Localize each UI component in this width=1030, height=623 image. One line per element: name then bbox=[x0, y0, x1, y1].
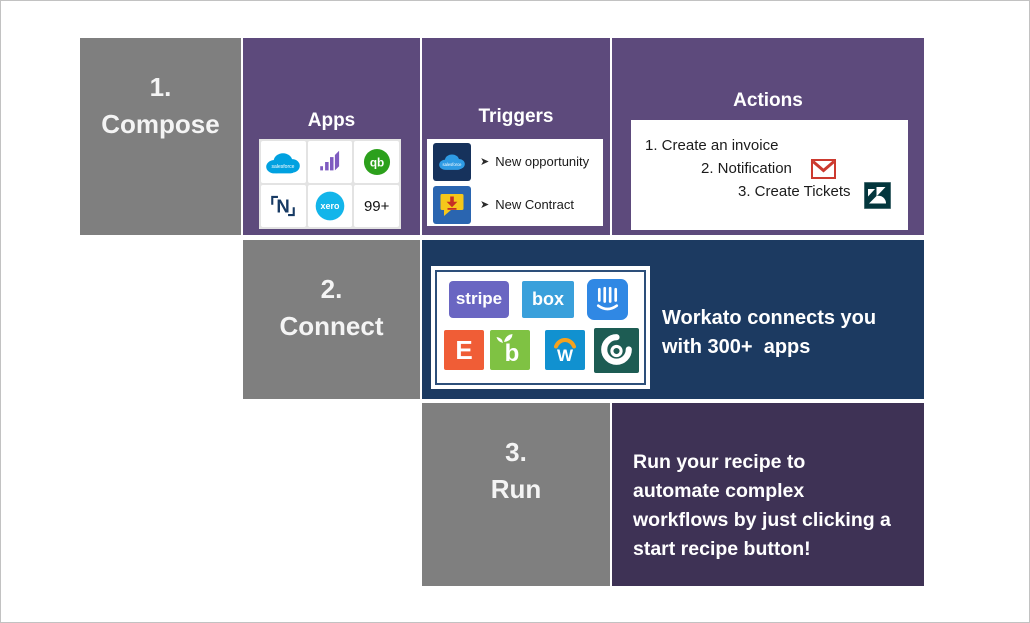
actions-card: 1. Create an invoice 2. Notification 3. … bbox=[631, 120, 908, 230]
trigger-row-new-contract: ➤ New Contract bbox=[427, 183, 603, 226]
arrow-bullet: ➤ bbox=[480, 199, 490, 211]
action-item-create-tickets: 3. Create Tickets bbox=[631, 180, 908, 209]
app-tile-xero: xero bbox=[307, 185, 353, 227]
run-text: Run your recipe to automate complex work… bbox=[633, 448, 918, 564]
apps-heading: Apps bbox=[307, 110, 356, 131]
connect-text: Workato connects you with 300+ apps bbox=[662, 304, 876, 362]
action-item-create-invoice: 1. Create an invoice bbox=[631, 134, 908, 157]
salesforce-cloud-icon: salesforce bbox=[439, 154, 465, 170]
run-text-line-4: start recipe button! bbox=[633, 538, 811, 560]
actions-panel: Actions 1. Create an invoice 2. Notifica… bbox=[612, 38, 924, 235]
run-text-line-3: workflows by just clicking a bbox=[633, 509, 891, 531]
arrow-bullet: ➤ bbox=[480, 156, 490, 168]
step-number: 2. bbox=[320, 274, 343, 304]
connect-panel: stripe box bbox=[422, 240, 924, 399]
eventbrite-icon: E bbox=[444, 330, 484, 370]
app-tile-salesforce: salesforce bbox=[261, 141, 306, 183]
action-item-notification: 2. Notification bbox=[631, 157, 908, 180]
svg-text:salesforce: salesforce bbox=[443, 162, 463, 167]
svg-text:b: b bbox=[505, 340, 520, 367]
xero-icon: xero bbox=[315, 191, 345, 221]
connect-apps-card-inner: stripe box bbox=[435, 270, 646, 385]
box-wordmark: box bbox=[531, 288, 564, 309]
step-label: Run bbox=[490, 474, 542, 504]
apps-panel: Apps salesforce bbox=[243, 38, 420, 235]
connect-apps-row-2: E b W bbox=[444, 324, 639, 376]
run-panel: Run your recipe to automate complex work… bbox=[612, 403, 924, 586]
trigger-label: New opportunity bbox=[495, 154, 590, 169]
svg-text:W: W bbox=[557, 346, 574, 365]
netsuite-icon: N bbox=[271, 196, 296, 217]
app-tile-marketo bbox=[307, 141, 353, 183]
connect-apps-card: stripe box bbox=[431, 266, 650, 389]
contract-app-icon bbox=[433, 185, 471, 224]
action-label: 1. Create an invoice bbox=[645, 137, 779, 154]
connect-text-line-1: Workato connects you bbox=[662, 307, 877, 329]
triggers-heading: Triggers bbox=[478, 106, 554, 127]
step-number: 3. bbox=[505, 437, 527, 467]
triggers-panel: Triggers salesforce ➤ New opportun bbox=[422, 38, 610, 235]
box-icon: box bbox=[522, 280, 574, 318]
svg-text:qb: qb bbox=[369, 157, 383, 170]
run-text-line-1: Run your recipe to bbox=[633, 451, 806, 473]
step-box-run: 3. Run bbox=[422, 403, 610, 586]
salesforce-icon: salesforce bbox=[266, 152, 301, 173]
svg-text:N: N bbox=[277, 196, 290, 217]
run-text-line-2: automate complex bbox=[633, 480, 805, 502]
app-tile-overflow: 99+ bbox=[354, 185, 399, 227]
connect-text-line-2: with 300+ apps bbox=[662, 336, 811, 358]
intercom-icon bbox=[587, 278, 628, 320]
app-tile-quickbooks: qb bbox=[354, 141, 399, 183]
apps-card: salesforce qb bbox=[259, 139, 401, 229]
svg-text:salesforce: salesforce bbox=[272, 163, 295, 169]
eventbrite-letter: E bbox=[455, 334, 473, 365]
trigger-label: New Contract bbox=[495, 197, 574, 212]
swirl-app-icon bbox=[594, 327, 639, 373]
marketo-icon bbox=[320, 150, 340, 171]
workday-icon: W bbox=[545, 330, 585, 370]
stripe-icon: stripe bbox=[449, 280, 509, 318]
gmail-icon bbox=[810, 158, 836, 179]
triggers-card: salesforce ➤ New opportunity ➤ New Contr… bbox=[427, 139, 603, 226]
bamboohr-icon: b bbox=[490, 330, 530, 370]
step-label: Connect bbox=[279, 311, 384, 341]
step-box-compose: 1. Compose bbox=[80, 38, 241, 235]
trigger-row-new-opportunity: salesforce ➤ New opportunity bbox=[427, 140, 603, 183]
step-number: 1. bbox=[149, 72, 172, 102]
app-overflow-count: 99+ bbox=[363, 197, 390, 215]
step-label: Compose bbox=[101, 109, 220, 139]
zendesk-icon bbox=[863, 182, 891, 209]
app-tile-netsuite: N bbox=[261, 185, 306, 227]
actions-heading: Actions bbox=[733, 90, 803, 111]
action-label: 2. Notification bbox=[701, 160, 792, 177]
salesforce-app-icon: salesforce bbox=[433, 142, 471, 181]
quickbooks-icon: qb bbox=[363, 148, 390, 176]
step-box-connect: 2. Connect bbox=[243, 240, 420, 399]
contract-download-icon bbox=[440, 193, 464, 216]
connect-apps-row-1: stripe box bbox=[444, 277, 639, 321]
stripe-wordmark: stripe bbox=[455, 289, 503, 308]
svg-text:xero: xero bbox=[321, 201, 340, 211]
action-label: 3. Create Tickets bbox=[738, 183, 851, 200]
